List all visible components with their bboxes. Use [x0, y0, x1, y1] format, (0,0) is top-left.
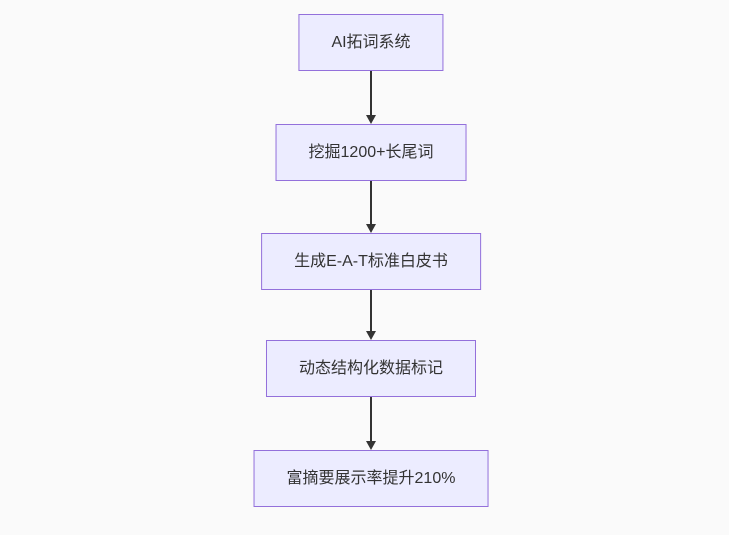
flow-node-eat-whitepaper: 生成E-A-T标准白皮书	[261, 233, 481, 290]
flow-node-label: 动态结构化数据标记	[298, 359, 444, 377]
flow-arrowhead-icon	[366, 331, 376, 340]
flow-node-label: AI拓词系统	[331, 33, 411, 51]
flow-node-label: 挖掘1200+长尾词	[308, 143, 434, 161]
flow-node-label: 富摘要展示率提升210%	[286, 469, 456, 487]
flow-arrow-line	[370, 181, 372, 225]
flow-node-rich-snippet-result: 富摘要展示率提升210%	[253, 450, 489, 507]
flow-node-longtail-mining: 挖掘1200+长尾词	[275, 124, 467, 181]
flow-node-ai-word-expansion: AI拓词系统	[298, 14, 444, 71]
flow-arrowhead-icon	[366, 115, 376, 124]
flow-arrow-line	[370, 71, 372, 116]
flow-arrow-line	[370, 290, 372, 332]
flow-arrowhead-icon	[366, 224, 376, 233]
flow-arrow-line	[370, 397, 372, 442]
flow-arrowhead-icon	[366, 441, 376, 450]
flow-node-label: 生成E-A-T标准白皮书	[294, 252, 448, 270]
flow-node-structured-data: 动态结构化数据标记	[265, 340, 477, 397]
